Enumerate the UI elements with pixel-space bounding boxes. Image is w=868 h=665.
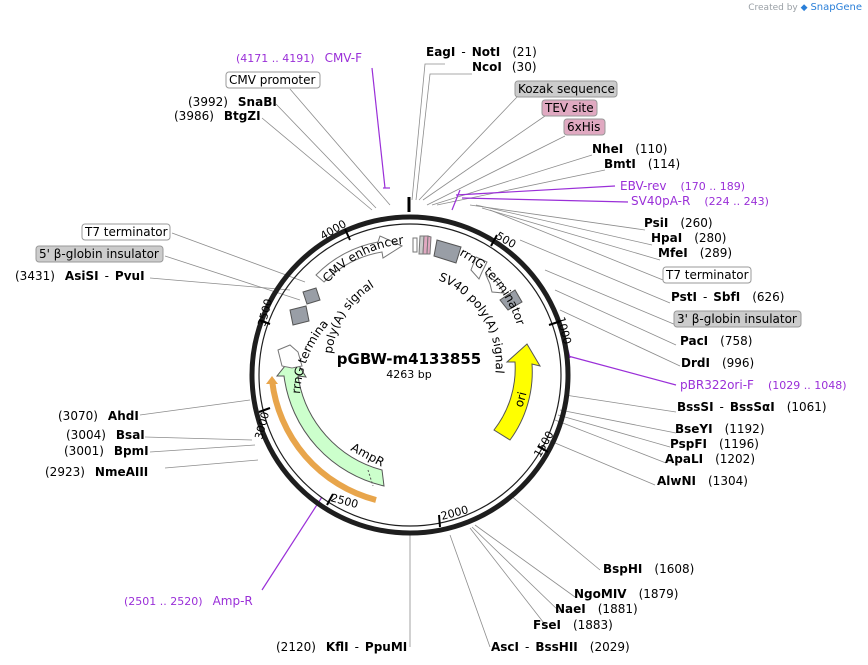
site-ahdi: (3070)AhdI: [58, 409, 139, 423]
cmv-enhancer-arrow: [315, 235, 404, 283]
site-asisi: (3431)AsiSI-PvuI: [15, 269, 145, 283]
site-alwni: AlwNI(1304): [657, 474, 748, 488]
leader-lines: [139, 63, 681, 648]
primer-cmv-f: (4171 .. 4191)CMV-F: [236, 51, 362, 65]
site-eagi: EagI-NotI(21): [426, 45, 537, 59]
backbone-ring: [249, 214, 571, 536]
site-asci: AscI-BssHII(2029): [491, 640, 630, 654]
site-kfli: (2120)KflI-PpuMI: [276, 640, 407, 654]
backbone-inner-ring: [258, 223, 562, 527]
site-apali: ApaLI(1202): [665, 452, 755, 466]
site-nmeaiii: (2923)NmeAIII: [45, 465, 148, 479]
boxed-kozak: Kozak sequence: [518, 82, 615, 96]
cmv-promoter-block: [412, 237, 418, 253]
site-mfei: MfeI(289): [658, 246, 732, 260]
ori-label: ori: [512, 390, 530, 409]
site-bpmi: (3001)BpmI: [64, 444, 149, 458]
boxed-3-globin: 3' β-globin insulator: [677, 312, 797, 326]
credit-brand: SnapGene: [810, 2, 862, 13]
boxed-tev: TEV site: [544, 101, 594, 115]
site-ngomiv: NgoMIV(1879): [574, 587, 678, 601]
site-ncoi: NcoI(30): [472, 60, 537, 74]
t7-terminator-left-block: [302, 287, 321, 305]
primer-sv40pa-r: SV40pA-R(224 .. 243): [631, 194, 769, 208]
site-nhei: NheI(110): [592, 142, 667, 156]
tick-2000: 2000: [439, 503, 469, 523]
site-bmti: BmtI(114): [604, 157, 680, 171]
ampr-arrow: [275, 355, 385, 487]
boxed-labels: CMV promoter Kozak sequence TEV site 6xH…: [35, 71, 802, 328]
site-pspfi: PspFI(1196): [670, 437, 759, 451]
primer-pbr322ori-f: pBR322ori-F(1029 .. 1048): [680, 378, 847, 392]
site-psii: PsiI(260): [644, 216, 713, 230]
boxed-t7-left: T7 terminator: [84, 225, 168, 239]
boxed-5-globin: 5' β-globin insulator: [39, 247, 159, 261]
rrng-terminator-left-arrow: [277, 344, 303, 369]
cmv-enhancer-label: CMV enhancer: [320, 233, 404, 285]
boxed-6xhis: 6xHis: [567, 120, 600, 134]
snapgene-logo-icon: ◆: [800, 3, 808, 13]
site-bsai: (3004)BsaI: [66, 428, 145, 442]
site-bsssi: BssSI-BssSαI(1061): [677, 400, 827, 414]
primer-labels: (4171 .. 4191)CMV-F EBV-rev(170 .. 189) …: [124, 51, 847, 608]
snapgene-credit: Created by ◆ SnapGene: [748, 2, 862, 13]
site-btgzi: (3986)BtgZI: [174, 109, 261, 123]
site-paci: PacI(758): [680, 334, 752, 348]
polya-left-label: poly(A) signal: [321, 277, 376, 354]
site-snabi: (3992)SnaBI: [188, 95, 277, 109]
5-globin-insulator-block: [289, 305, 310, 326]
plasmid-size: 4263 bp: [386, 368, 431, 381]
3-globin-insulator-block: [499, 289, 523, 311]
site-psti: PstI-SbfI(626): [671, 290, 784, 304]
6xhis-block: [426, 235, 432, 255]
site-bseyi: BseYI(1192): [675, 422, 765, 436]
site-fsei: FseI(1883): [533, 618, 613, 632]
ori-arrow: [493, 343, 542, 441]
plasmid-name: pGBW-m4133855: [337, 350, 481, 368]
restriction-sites: EagI-NotI(21) NcoI(30) NheI(110) BmtI(11…: [15, 45, 827, 654]
t7-terminator-block: [433, 239, 462, 264]
tick-marks: [258, 228, 562, 528]
credit-text: Created by: [748, 3, 798, 13]
site-hpai: HpaI(280): [651, 231, 726, 245]
sv40-polya-arrow: [470, 256, 488, 280]
boxed-t7-right: T7 terminator: [665, 268, 749, 282]
primer-ebv-rev: EBV-rev(170 .. 189): [620, 179, 745, 193]
rrng-terminator-right-arrow: [484, 273, 505, 294]
site-drdi: DrdI(996): [681, 356, 754, 370]
site-bsphi: BspHI(1608): [603, 562, 694, 576]
boxed-cmv-promoter: CMV promoter: [229, 73, 316, 87]
features: [266, 235, 542, 503]
primer-amp-r: (2501 .. 2520)Amp-R: [124, 594, 253, 608]
ampr-outline: [269, 379, 377, 503]
site-naei: NaeI(1881): [555, 602, 638, 616]
primer-leaders: [261, 67, 677, 591]
ampr-outline-arrowhead: [266, 376, 278, 384]
